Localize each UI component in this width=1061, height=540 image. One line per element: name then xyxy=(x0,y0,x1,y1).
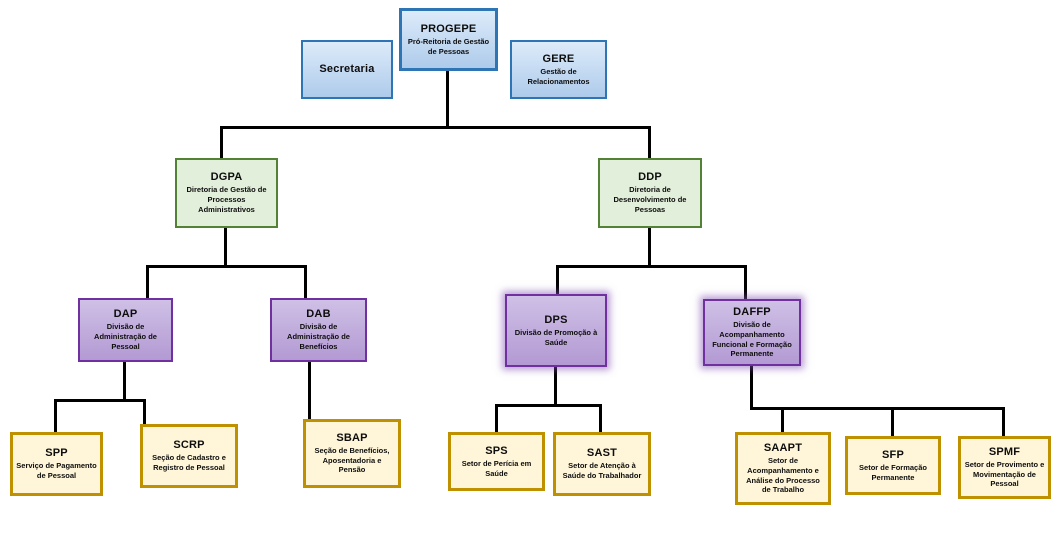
node-subtitle: Divisão de Administração de Benefícios xyxy=(287,322,350,351)
node-title: SPP xyxy=(45,447,68,460)
connector-line xyxy=(554,367,557,407)
org-node-sast: SAST Setor de Atenção à Saúde do Trabalh… xyxy=(553,432,651,496)
node-subtitle: Gestão de Relacionamentos xyxy=(527,66,590,86)
connector-line xyxy=(781,407,784,432)
org-node-ddp: DDP Diretoria de Desenvolvimento de Pess… xyxy=(598,158,702,228)
node-title: DPS xyxy=(544,313,568,326)
node-title: Secretaria xyxy=(319,62,375,75)
connector-line xyxy=(446,71,449,128)
node-title: DGPA xyxy=(210,171,243,184)
node-title: SPMF xyxy=(988,445,1021,458)
connector-line xyxy=(220,126,223,159)
node-title: DAB xyxy=(306,308,331,321)
connector-line xyxy=(495,404,602,407)
org-node-dgpa: DGPA Diretoria de Gestão de Processos Ad… xyxy=(175,158,278,228)
connector-line xyxy=(556,265,559,295)
node-title: DAFFP xyxy=(733,306,771,318)
node-subtitle: Diretoria de Gestão de Processos Adminis… xyxy=(186,185,267,214)
node-subtitle: Seção de Benefícios, Aposentadoria e Pen… xyxy=(314,445,390,475)
org-node-dps: DPS Divisão de Promoção à Saúde xyxy=(505,294,607,367)
node-subtitle: Pró-Reitoria de Gestão de Pessoas xyxy=(407,36,490,56)
node-title: SPS xyxy=(485,444,508,457)
connector-line xyxy=(556,265,747,268)
node-subtitle: Setor de Acompanhamento e Análise do Pro… xyxy=(746,456,820,495)
node-title: PROGEPE xyxy=(420,22,477,35)
node-subtitle: Divisão de Administração de Pessoal xyxy=(94,322,157,351)
connector-line xyxy=(143,399,146,425)
connector-line xyxy=(123,362,126,402)
node-subtitle: Setor de Provimento e Movimentação de Pe… xyxy=(964,459,1045,489)
node-subtitle: Serviço de Pagamento de Pessoal xyxy=(16,461,97,480)
connector-line xyxy=(308,362,311,420)
org-node-spp: SPP Serviço de Pagamento de Pessoal xyxy=(10,432,103,496)
org-node-dab: DAB Divisão de Administração de Benefíci… xyxy=(270,298,367,362)
node-subtitle: Setor de Formação Permanente xyxy=(859,462,927,482)
node-title: SAAPT xyxy=(763,442,803,454)
node-subtitle: Setor de Perícia em Saúde xyxy=(461,458,532,478)
connector-line xyxy=(648,126,651,159)
node-subtitle: Seção de Cadastro e Registro de Pessoal xyxy=(152,453,226,472)
connector-line xyxy=(146,265,149,299)
node-title: GERE xyxy=(542,52,575,65)
node-subtitle: Divisão de Promoção à Saúde xyxy=(514,327,598,347)
org-node-secretaria: Secretaria xyxy=(301,40,393,99)
connector-line xyxy=(750,407,1005,410)
connector-line xyxy=(146,265,307,268)
connector-line xyxy=(495,404,498,432)
org-node-sbap: SBAP Seção de Benefícios, Aposentadoria … xyxy=(303,419,401,488)
connector-line xyxy=(224,228,227,268)
node-title: SFP xyxy=(882,448,904,461)
connector-line xyxy=(744,265,747,300)
node-title: SAST xyxy=(586,447,618,460)
connector-line xyxy=(750,366,753,410)
node-subtitle: Diretoria de Desenvolvimento de Pessoas xyxy=(613,185,687,214)
node-title: DAP xyxy=(113,308,138,321)
org-node-spmf: SPMF Setor de Provimento e Movimentação … xyxy=(958,436,1051,499)
connector-line xyxy=(599,404,602,432)
org-node-sfp: SFP Setor de Formação Permanente xyxy=(845,436,941,495)
org-node-dap: DAP Divisão de Administração de Pessoal xyxy=(78,298,173,362)
connector-line xyxy=(54,399,146,402)
connector-line xyxy=(891,407,894,436)
node-subtitle: Divisão de Acompanhamento Funcional e Fo… xyxy=(712,320,792,359)
connector-line xyxy=(1002,407,1005,436)
org-node-sps: SPS Setor de Perícia em Saúde xyxy=(448,432,545,491)
connector-line xyxy=(220,126,651,129)
node-subtitle: Setor de Atenção à Saúde do Trabalhador xyxy=(562,461,642,480)
org-node-progepe: PROGEPE Pró-Reitoria de Gestão de Pessoa… xyxy=(399,8,498,71)
connector-line xyxy=(304,265,307,299)
org-node-daffp: DAFFP Divisão de Acompanhamento Funciona… xyxy=(703,299,801,366)
org-node-scrp: SCRP Seção de Cadastro e Registro de Pes… xyxy=(140,424,238,488)
org-node-gere: GERE Gestão de Relacionamentos xyxy=(510,40,607,99)
node-title: SBAP xyxy=(336,431,368,444)
node-title: SCRP xyxy=(173,439,205,452)
connector-line xyxy=(54,399,57,432)
connector-line xyxy=(648,228,651,268)
org-node-saapt: SAAPT Setor de Acompanhamento e Análise … xyxy=(735,432,831,505)
node-title: DDP xyxy=(638,171,662,184)
